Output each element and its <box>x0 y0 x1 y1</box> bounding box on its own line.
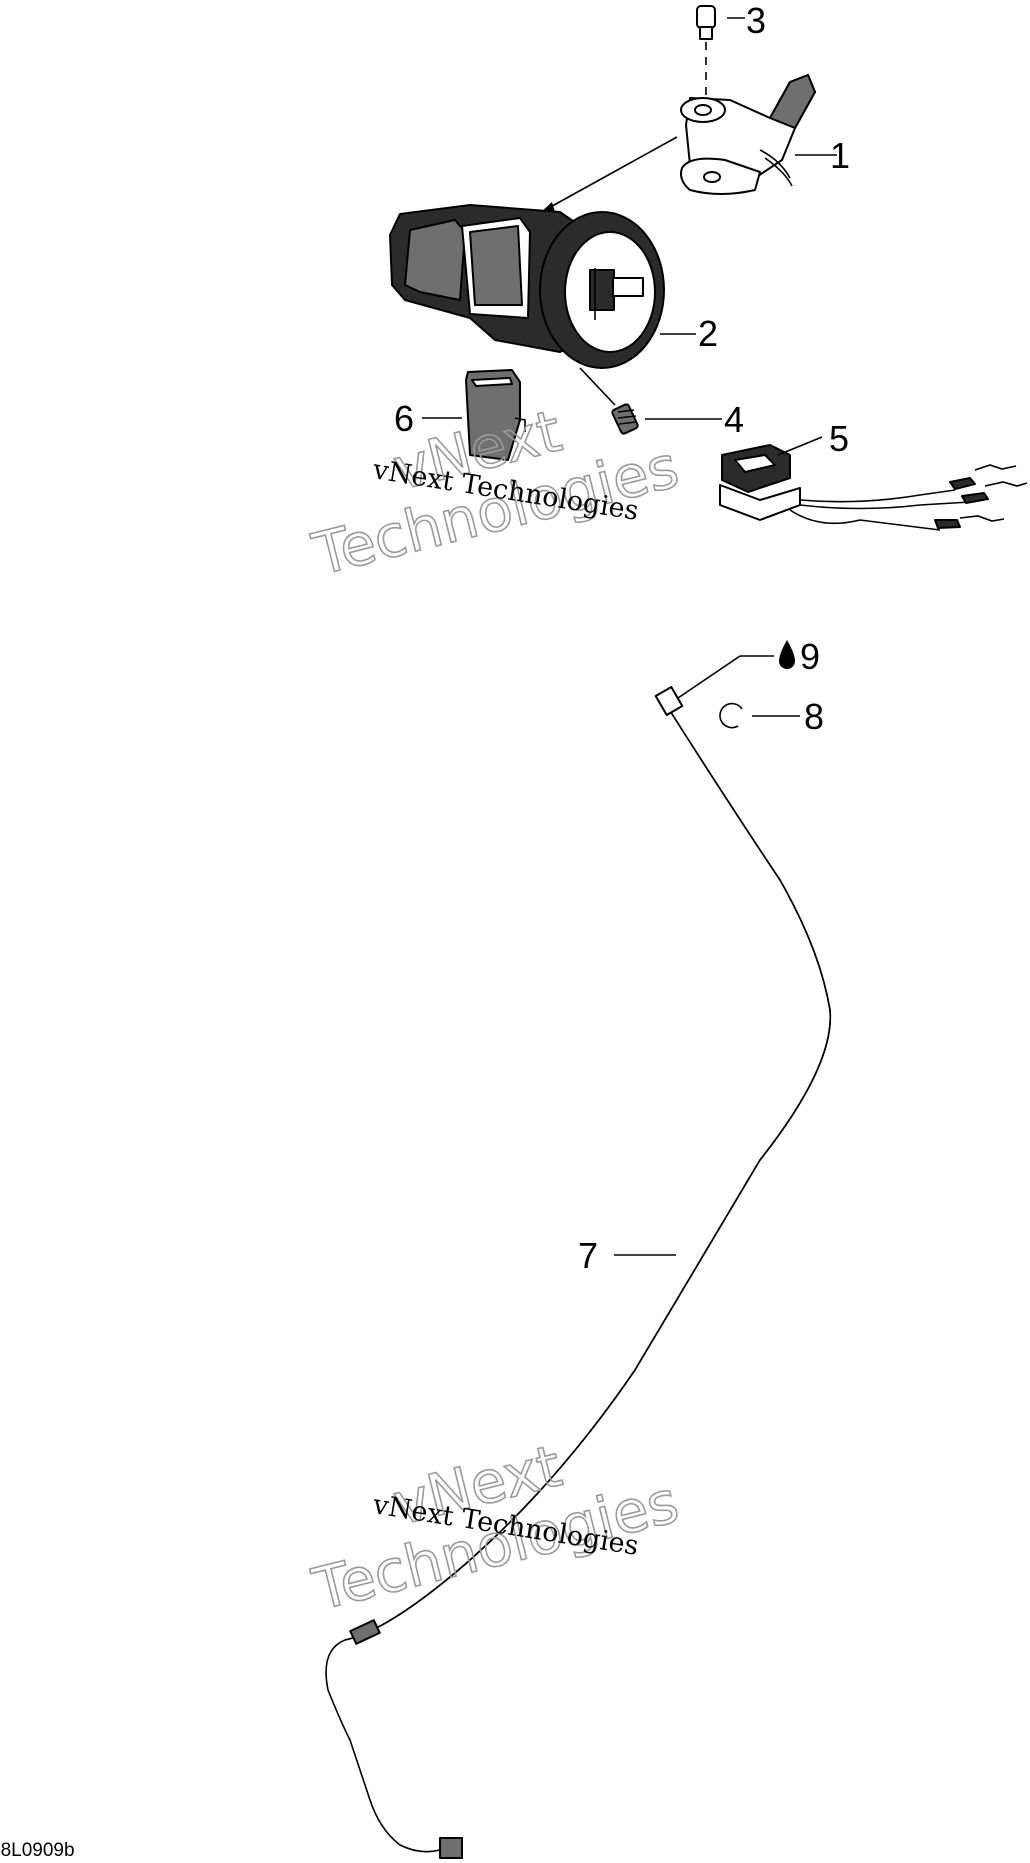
oil-drop-icon <box>779 640 795 669</box>
callout-2: 2 <box>698 313 718 354</box>
watermark-bottom: vNext Technologies vNext Technologies <box>305 1431 686 1625</box>
part-1-lever-bracket <box>680 74 816 195</box>
part-7-cable <box>325 685 832 1859</box>
leader-lines <box>422 17 837 1256</box>
part-3-screw <box>696 5 716 95</box>
drawing-code: 08L0909b <box>0 1840 75 1861</box>
part-6-cover <box>465 369 526 461</box>
callout-1: 1 <box>830 135 850 176</box>
callout-6: 6 <box>394 398 414 439</box>
part-8-clip <box>719 702 743 729</box>
part-5-switch <box>719 444 1028 531</box>
callout-3: 3 <box>746 0 766 41</box>
part-2-throttle-housing <box>389 136 678 369</box>
part-4-set-screw <box>579 367 639 435</box>
callout-9: 9 <box>800 636 820 677</box>
callout-7: 7 <box>578 1235 598 1276</box>
callout-5: 5 <box>829 418 849 459</box>
callout-8: 8 <box>804 696 824 737</box>
callout-4: 4 <box>724 399 744 440</box>
